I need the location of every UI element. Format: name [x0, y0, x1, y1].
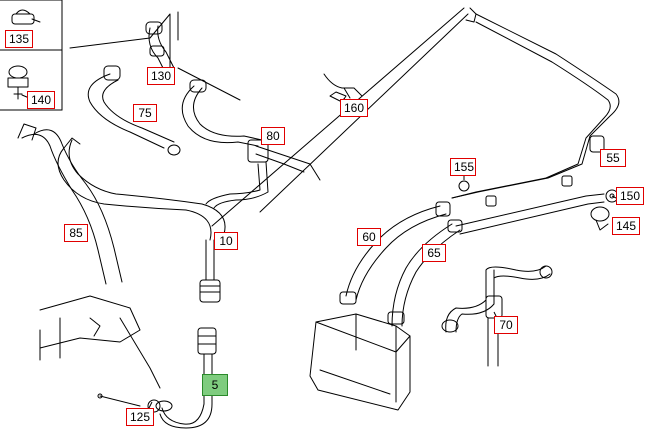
callout-70[interactable]: 70	[494, 316, 518, 334]
hose-75-drawing	[87, 65, 181, 156]
engine-outline-top	[69, 13, 171, 85]
engine-outline-right	[177, 11, 241, 101]
bracket-160-drawing	[323, 73, 363, 103]
hose-70-drawing	[441, 265, 553, 367]
hose-55-drawing	[451, 7, 620, 207]
callout-55[interactable]: 55	[600, 149, 626, 167]
callout-5[interactable]: 5	[202, 374, 228, 396]
callout-160[interactable]: 160	[340, 99, 368, 117]
callout-10[interactable]: 10	[214, 232, 238, 250]
clamp-145-drawing	[590, 206, 610, 231]
engine-body-lower-left	[39, 295, 161, 389]
callout-135[interactable]: 135	[5, 30, 33, 48]
hose-80-drawing	[181, 79, 321, 209]
callout-125[interactable]: 125	[126, 408, 154, 426]
callout-75[interactable]: 75	[133, 104, 157, 122]
hose-85-drawing	[17, 123, 123, 285]
callout-150[interactable]: 150	[616, 187, 644, 205]
callout-155[interactable]: 155	[450, 158, 476, 176]
callout-80[interactable]: 80	[261, 127, 285, 145]
hose-5-drawing	[155, 327, 217, 429]
hose-10-drawing	[57, 137, 226, 303]
bolt-155-drawing	[458, 180, 470, 192]
callout-85[interactable]: 85	[64, 224, 88, 242]
clamp-125-drawing	[97, 393, 161, 413]
callout-60[interactable]: 60	[357, 228, 381, 246]
clip-135-drawing	[11, 9, 41, 25]
hose-65-drawing	[387, 193, 605, 327]
callout-140[interactable]: 140	[27, 91, 55, 109]
leader-lines	[147, 97, 617, 411]
callout-65[interactable]: 65	[422, 244, 446, 262]
reservoir-tank-drawing	[309, 313, 411, 411]
hose-130-drawing	[145, 21, 175, 75]
guide-line-long-2	[211, 7, 465, 227]
callout-145[interactable]: 145	[612, 217, 640, 235]
inset-frame	[0, 0, 63, 111]
callout-130[interactable]: 130	[147, 67, 175, 85]
